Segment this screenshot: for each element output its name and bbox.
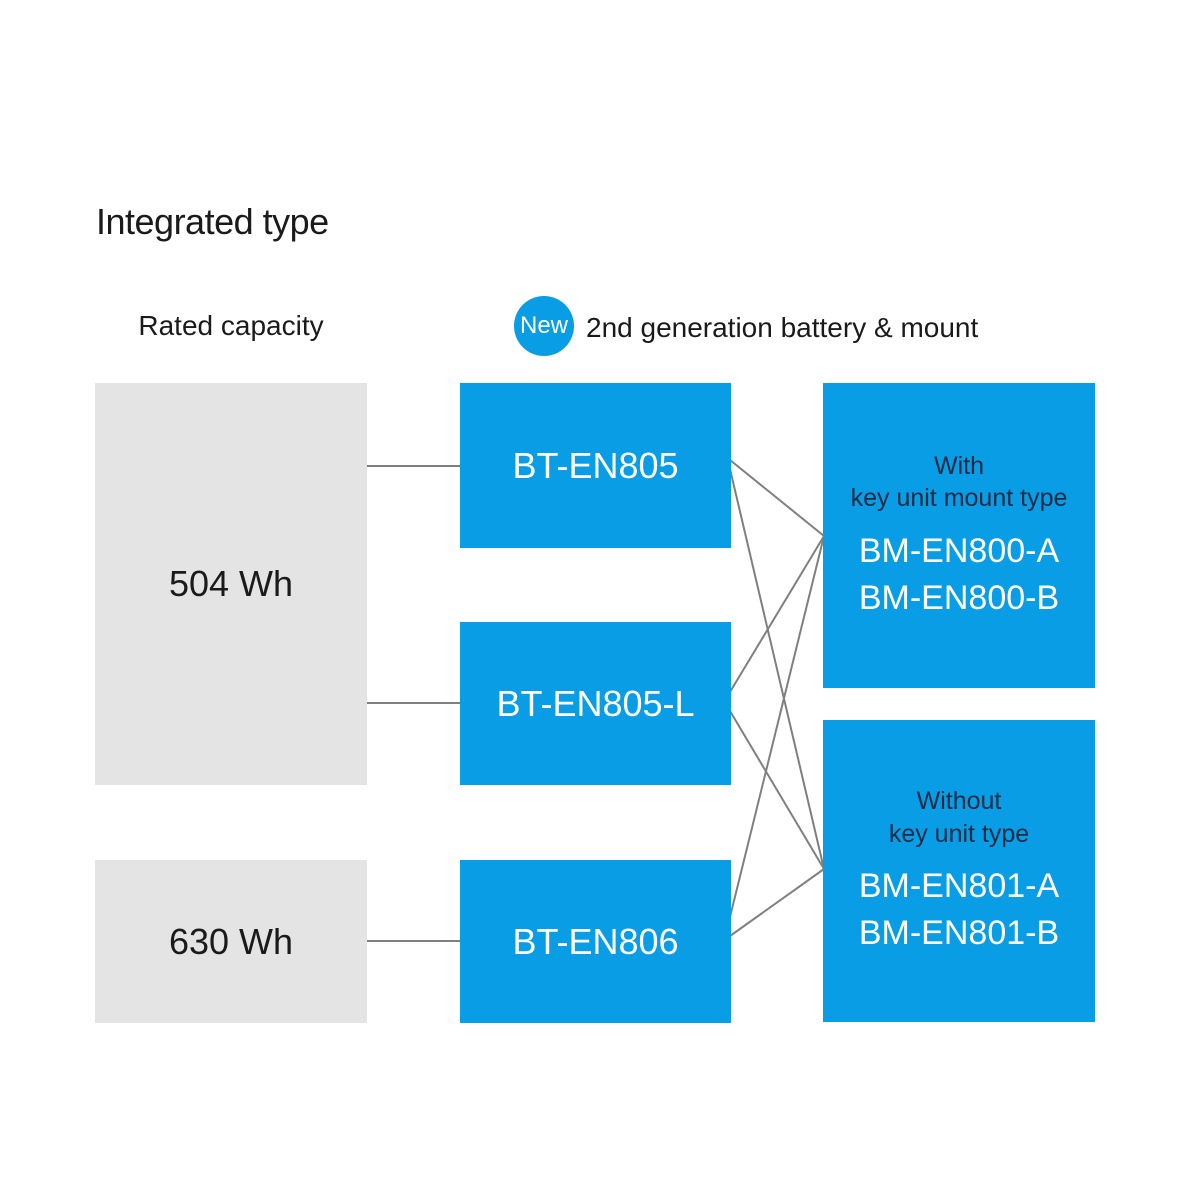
mount-subtitle-line2: key unit type — [888, 819, 1030, 848]
battery-box-bt-en806: BT-EN806 — [460, 860, 731, 1023]
battery-box-bt-en805-l: BT-EN805-L — [460, 622, 731, 785]
mount-model: BM-EN800-B — [858, 578, 1060, 617]
capacity-label: 630 Wh — [168, 920, 294, 962]
mount-subtitle: Without key unit type — [889, 785, 1029, 850]
new-badge-label: New — [519, 312, 568, 339]
connector-line — [729, 710, 825, 870]
mount-model: BM-EN801-A — [858, 867, 1060, 906]
new-badge-icon: New — [514, 296, 574, 356]
mount-subtitle-line2: key unit mount type — [850, 484, 1068, 513]
connector-line — [729, 535, 825, 918]
mount-box-bm-en800: With key unit mount type BM-EN800-A BM-E… — [823, 383, 1095, 688]
mount-subtitle-line1: With — [933, 451, 984, 480]
connector-line — [729, 459, 825, 537]
mount-model: BM-EN800-A — [858, 531, 1060, 570]
capacity-box-504wh: 504 Wh — [95, 383, 367, 785]
connector-line — [729, 535, 825, 693]
mount-model: BM-EN801-B — [858, 914, 1060, 952]
mount-models: BM-EN800-A BM-EN800-B — [859, 528, 1059, 622]
mount-models: BM-EN801-A BM-EN801-B — [859, 863, 1059, 957]
capacity-label: 504 Wh — [168, 563, 294, 604]
battery-box-bt-en805: BT-EN805 — [460, 383, 731, 548]
battery-label: BT-EN806 — [512, 920, 679, 962]
generation-header: 2nd generation battery & mount — [586, 312, 979, 343]
rated-capacity-header: Rated capacity — [138, 310, 324, 341]
mount-subtitle-line1: Without — [916, 787, 1002, 816]
connector-line — [729, 468, 825, 870]
mount-box-bm-en801: Without key unit type BM-EN801-A BM-EN80… — [823, 720, 1095, 1022]
capacity-box-630wh: 630 Wh — [95, 860, 367, 1023]
battery-label: BT-EN805-L — [496, 682, 695, 724]
page-title: Integrated type — [96, 201, 329, 242]
connector-line — [729, 868, 825, 937]
mount-subtitle: With key unit mount type — [851, 450, 1068, 515]
battery-label: BT-EN805 — [512, 444, 679, 486]
